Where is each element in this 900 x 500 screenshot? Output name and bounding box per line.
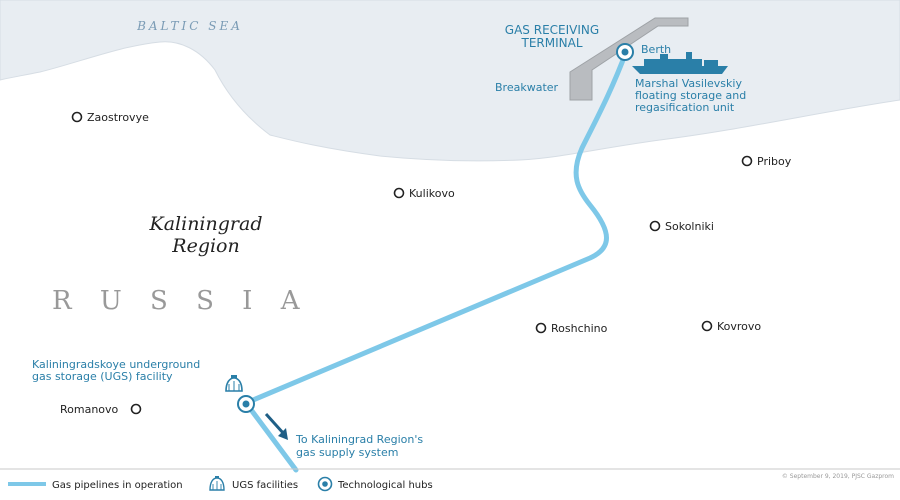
settlement-marker-icon [649,220,661,232]
settlement-priboy: Priboy [757,155,792,168]
settlement-marker-icon [130,403,142,415]
legend-pipeline-label: Gas pipelines in operation [52,480,183,491]
settlement-marker-icon [71,111,83,123]
gas-pipeline [243,49,629,473]
legend-hubs-label: Technological hubs [337,480,433,491]
settlement-marker-icon [535,322,547,334]
breakwater [569,17,689,101]
settlement-zaostrovye: Zaostrovye [87,111,149,124]
settlement-marker-icon [393,187,405,199]
ugs-label-line1: Kaliningradskoye underground [32,358,200,371]
region-label-line1: Kaliningrad [149,213,263,235]
copyright: © September 9, 2019, PJSC Gazprom [782,473,894,480]
fsru-label-line2: floating storage and [635,89,746,102]
settlement-marker-icon [701,320,713,332]
settlement-sokolniki: Sokolniki [665,220,714,233]
fsru-label-line1: Marshal Vasilevskiy [635,77,742,90]
settlement-kovrovo: Kovrovo [717,320,761,333]
region-label-line2: Region [171,235,239,257]
berth-label: Berth [641,43,671,56]
legend-ugs-label: UGS facilities [232,480,298,491]
ship-icon [632,52,728,74]
ugs-hub-icon [237,395,255,413]
direction-label-line2: gas supply system [296,446,398,459]
country-label: R U S S I A [52,286,309,316]
settlement-marker-icon [741,155,753,167]
baltic-sea-area [0,0,900,162]
terminal-label-line2: TERMINAL [520,36,582,50]
ugs-label-line2: gas storage (UGS) facility [32,370,173,383]
berth-hub-icon [616,43,634,61]
legend-hub-icon [317,476,333,492]
settlement-romanovo: Romanovo [60,403,119,416]
settlement-roshchino: Roshchino [551,322,608,335]
ugs-icon [225,375,243,392]
fsru-label-line3: regasification unit [635,101,735,114]
terminal-label-line1: GAS RECEIVING [505,23,599,37]
direction-label-line1: To Kaliningrad Region's [295,433,423,446]
legend-ugs-icon [209,476,225,491]
sea-label: BALTIC SEA [136,19,243,33]
breakwater-label: Breakwater [495,81,559,94]
settlement-kulikovo: Kulikovo [409,187,455,200]
arrow-down-right-icon [264,412,288,440]
